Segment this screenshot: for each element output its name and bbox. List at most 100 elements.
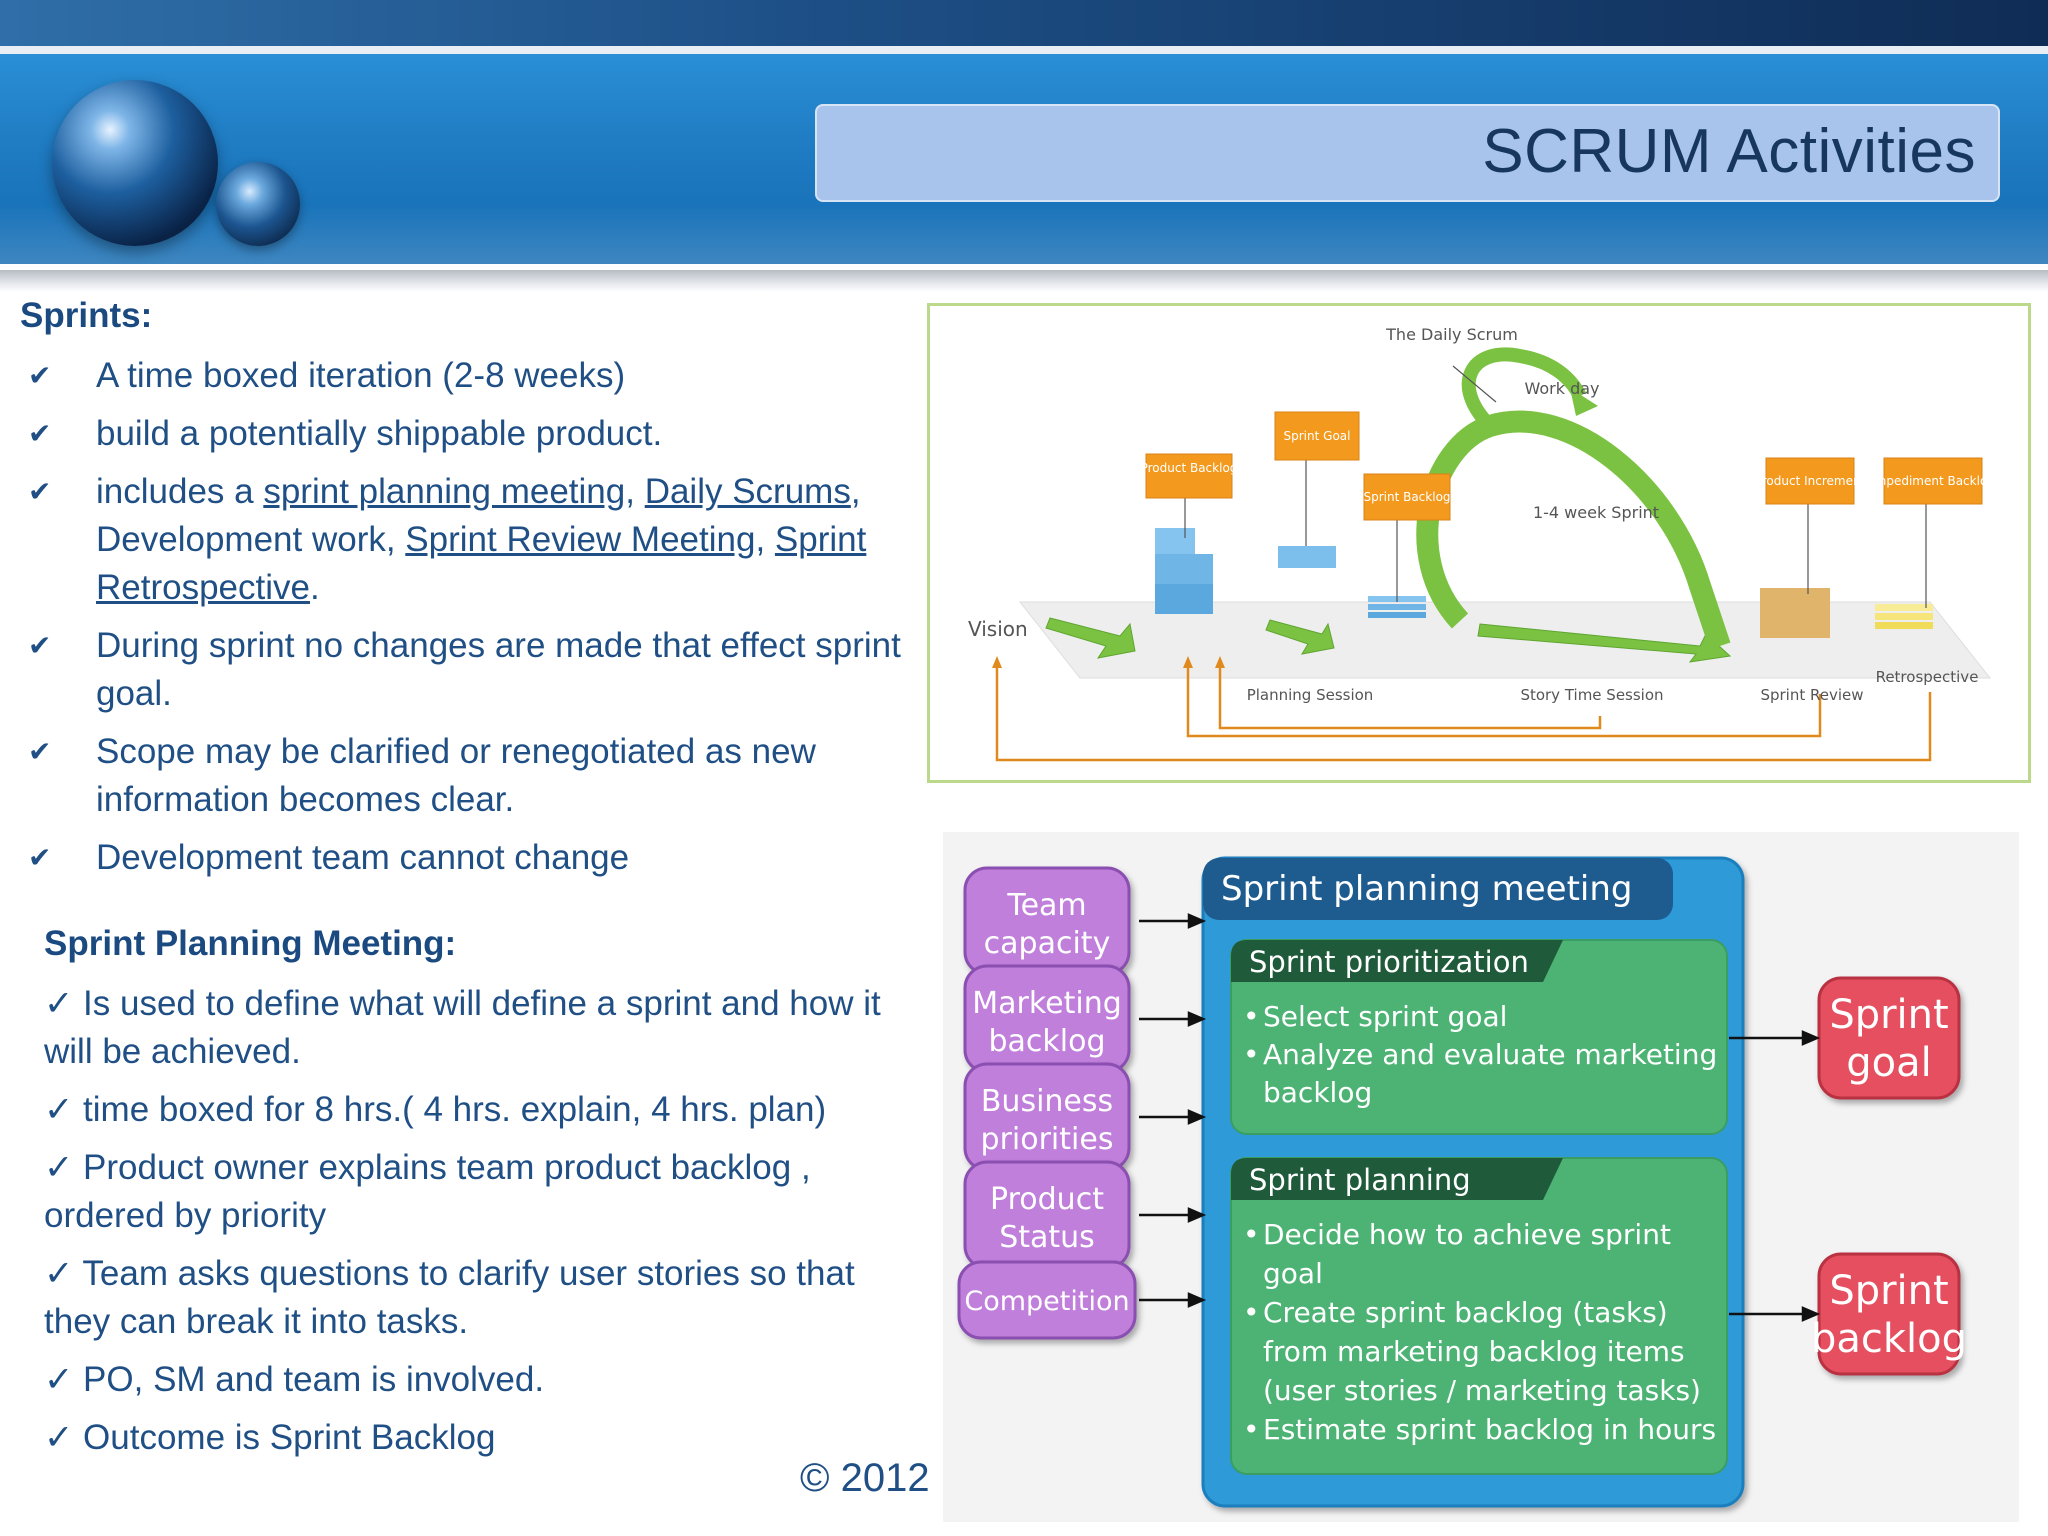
prioritization-title: Sprint prioritization (1249, 945, 1529, 979)
input-box (957, 1260, 1137, 1340)
feedback-arrowheads (992, 656, 1225, 668)
list-item: ✔ Development team cannot change (28, 834, 918, 882)
product-increment-label-box: Product Increment (1755, 457, 1866, 505)
checkmark-icon: ✔ (28, 360, 52, 391)
work-day-label: Work day (1524, 379, 1599, 398)
planning-title: Sprint planning (1249, 1163, 1471, 1197)
product-increment-box (1760, 588, 1830, 638)
daily-scrum-label: The Daily Scrum (1385, 325, 1518, 344)
sprint-backlog-label: Sprint Backlog (1363, 490, 1450, 504)
list-item-text: includes a (96, 472, 264, 511)
daily-loop-arrow (1461, 347, 1587, 431)
list-item-text: . (309, 568, 320, 607)
list-item: ✔ build a potentially shippable product. (28, 410, 918, 458)
sprint-goal-block (1278, 546, 1336, 568)
slide-title: SCRUM Activities (1482, 117, 1976, 186)
list-item-text: , Development work, (96, 472, 861, 559)
vision-label: Vision (968, 617, 1028, 641)
sprints-list: ✔ A time boxed iteration (2-8 weeks) ✔ bui… (28, 352, 918, 892)
story-time-label: Story Time Session (1520, 686, 1663, 704)
list-item: ✓ Team asks questions to clarify user st… (44, 1254, 855, 1341)
checkmark-icon: ✔ (28, 418, 52, 449)
list-item: ✔ During sprint no changes are made that … (28, 622, 918, 718)
product-increment-label: Product Increment (1755, 474, 1866, 488)
impediment-backlog-stack (1875, 604, 1933, 629)
planning-tab (1231, 1158, 1563, 1200)
product-backlog-box: Product Backlog (1141, 453, 1238, 499)
slide-top-bar (0, 0, 2048, 46)
list-item-text: Scope may be clarified or renegotiated a… (96, 732, 816, 819)
planning-bullet: • (1243, 1218, 1260, 1251)
list-item-text: During sprint no changes are made that e… (96, 626, 901, 713)
flow-arrows (1045, 617, 1732, 663)
prioritization-item: Select sprint goal (1263, 1000, 1507, 1033)
slide-top-line (0, 46, 2048, 54)
list-item-text: , (755, 520, 775, 559)
planning-item: Create sprint backlog (tasks)from market… (1263, 1296, 1701, 1407)
list-item: ✔ includes a sprint planning meeting, Dai… (28, 468, 918, 612)
product-backlog-stack (1155, 528, 1213, 614)
sprint-length-label: 1-4 week Sprint (1533, 503, 1659, 522)
list-item-text: Development team cannot change (96, 838, 630, 877)
impediment-backlog-label: Impediment Backlog (1871, 474, 1995, 488)
copyright-text: © 2012 (800, 1456, 930, 1500)
input-label: Competition (964, 1286, 1129, 1317)
checkmark-icon: ✔ (28, 842, 52, 873)
retrospective-label: Retrospective (1876, 668, 1979, 686)
list-item-text: , (625, 472, 645, 511)
meeting-title-tab (1203, 858, 1673, 920)
checkmark-icon: ✔ (28, 476, 52, 507)
list-item: ✓ time boxed for 8 hrs.( 4 hrs. explain,… (44, 1090, 827, 1129)
sprint-retrospective-link[interactable]: Sprint Retrospective (96, 520, 867, 607)
daily-loop-arrowhead (1570, 388, 1598, 416)
checkmark-icon: ✔ (28, 736, 52, 767)
list-item: ✓ Is used to define what will define a s… (44, 984, 881, 1071)
list-item: ✓ Product owner explains team product ba… (44, 1148, 811, 1235)
list-item-text: A time boxed iteration (2-8 weeks) (96, 356, 626, 395)
title-box: SCRUM Activities (815, 104, 2000, 202)
daily-scrums-link[interactable]: Daily Scrums (644, 472, 851, 511)
checkmark-icon: ✔ (28, 630, 52, 661)
scrum-flow-svg: Product Backlog Sprint Goal Sprint Backl… (968, 325, 1995, 762)
sprint-backlog-box: Sprint Backlog (1363, 473, 1451, 521)
platform-shape (1018, 601, 1992, 679)
meeting-title: Sprint planning meeting (1221, 869, 1633, 909)
feedback-lines (995, 663, 1932, 762)
banner-divider (0, 270, 2048, 292)
scrum-flow-diagram: Product Backlog Sprint Goal Sprint Backl… (927, 303, 2031, 783)
sprints-heading: Sprints: (20, 296, 153, 335)
globe-small-icon (216, 162, 300, 246)
planning-heading: Sprint Planning Meeting: (44, 924, 457, 963)
list-item: ✔ Scope may be clarified or renegotiated … (28, 728, 918, 824)
list-item: ✓ PO, SM and team is involved. (44, 1360, 545, 1399)
product-backlog-label: Product Backlog (1141, 461, 1238, 475)
planning-session-label: Planning Session (1247, 686, 1374, 704)
sprint-review-label: Sprint Review (1760, 686, 1863, 704)
planning-bullet: • (1243, 1413, 1260, 1446)
sprint-goal-label: Sprint Goal (1284, 429, 1351, 443)
flow-arrows (1139, 913, 1821, 1322)
prioritization-bullet: • (1243, 1038, 1260, 1071)
sprint-planning-meeting-link[interactable]: sprint planning meeting (263, 472, 626, 511)
list-item: ✔ A time boxed iteration (2-8 weeks) (28, 352, 918, 400)
prioritization-bullet: • (1243, 1000, 1260, 1033)
impediment-backlog-box: Impediment Backlog (1871, 457, 1995, 505)
list-item-text: build a potentially shippable product. (96, 414, 663, 453)
sprint-goal-box: Sprint Goal (1274, 411, 1360, 461)
globe-big-icon (52, 80, 218, 246)
sprint-loop-arrow (1416, 410, 1731, 650)
sprint-review-meeting-link[interactable]: Sprint Review Meeting (405, 520, 756, 559)
prioritization-tab (1231, 940, 1563, 982)
list-item: ✓ Outcome is Sprint Backlog (44, 1418, 496, 1457)
planning-list: ✓ Is used to define what will define a s… (44, 980, 884, 1472)
